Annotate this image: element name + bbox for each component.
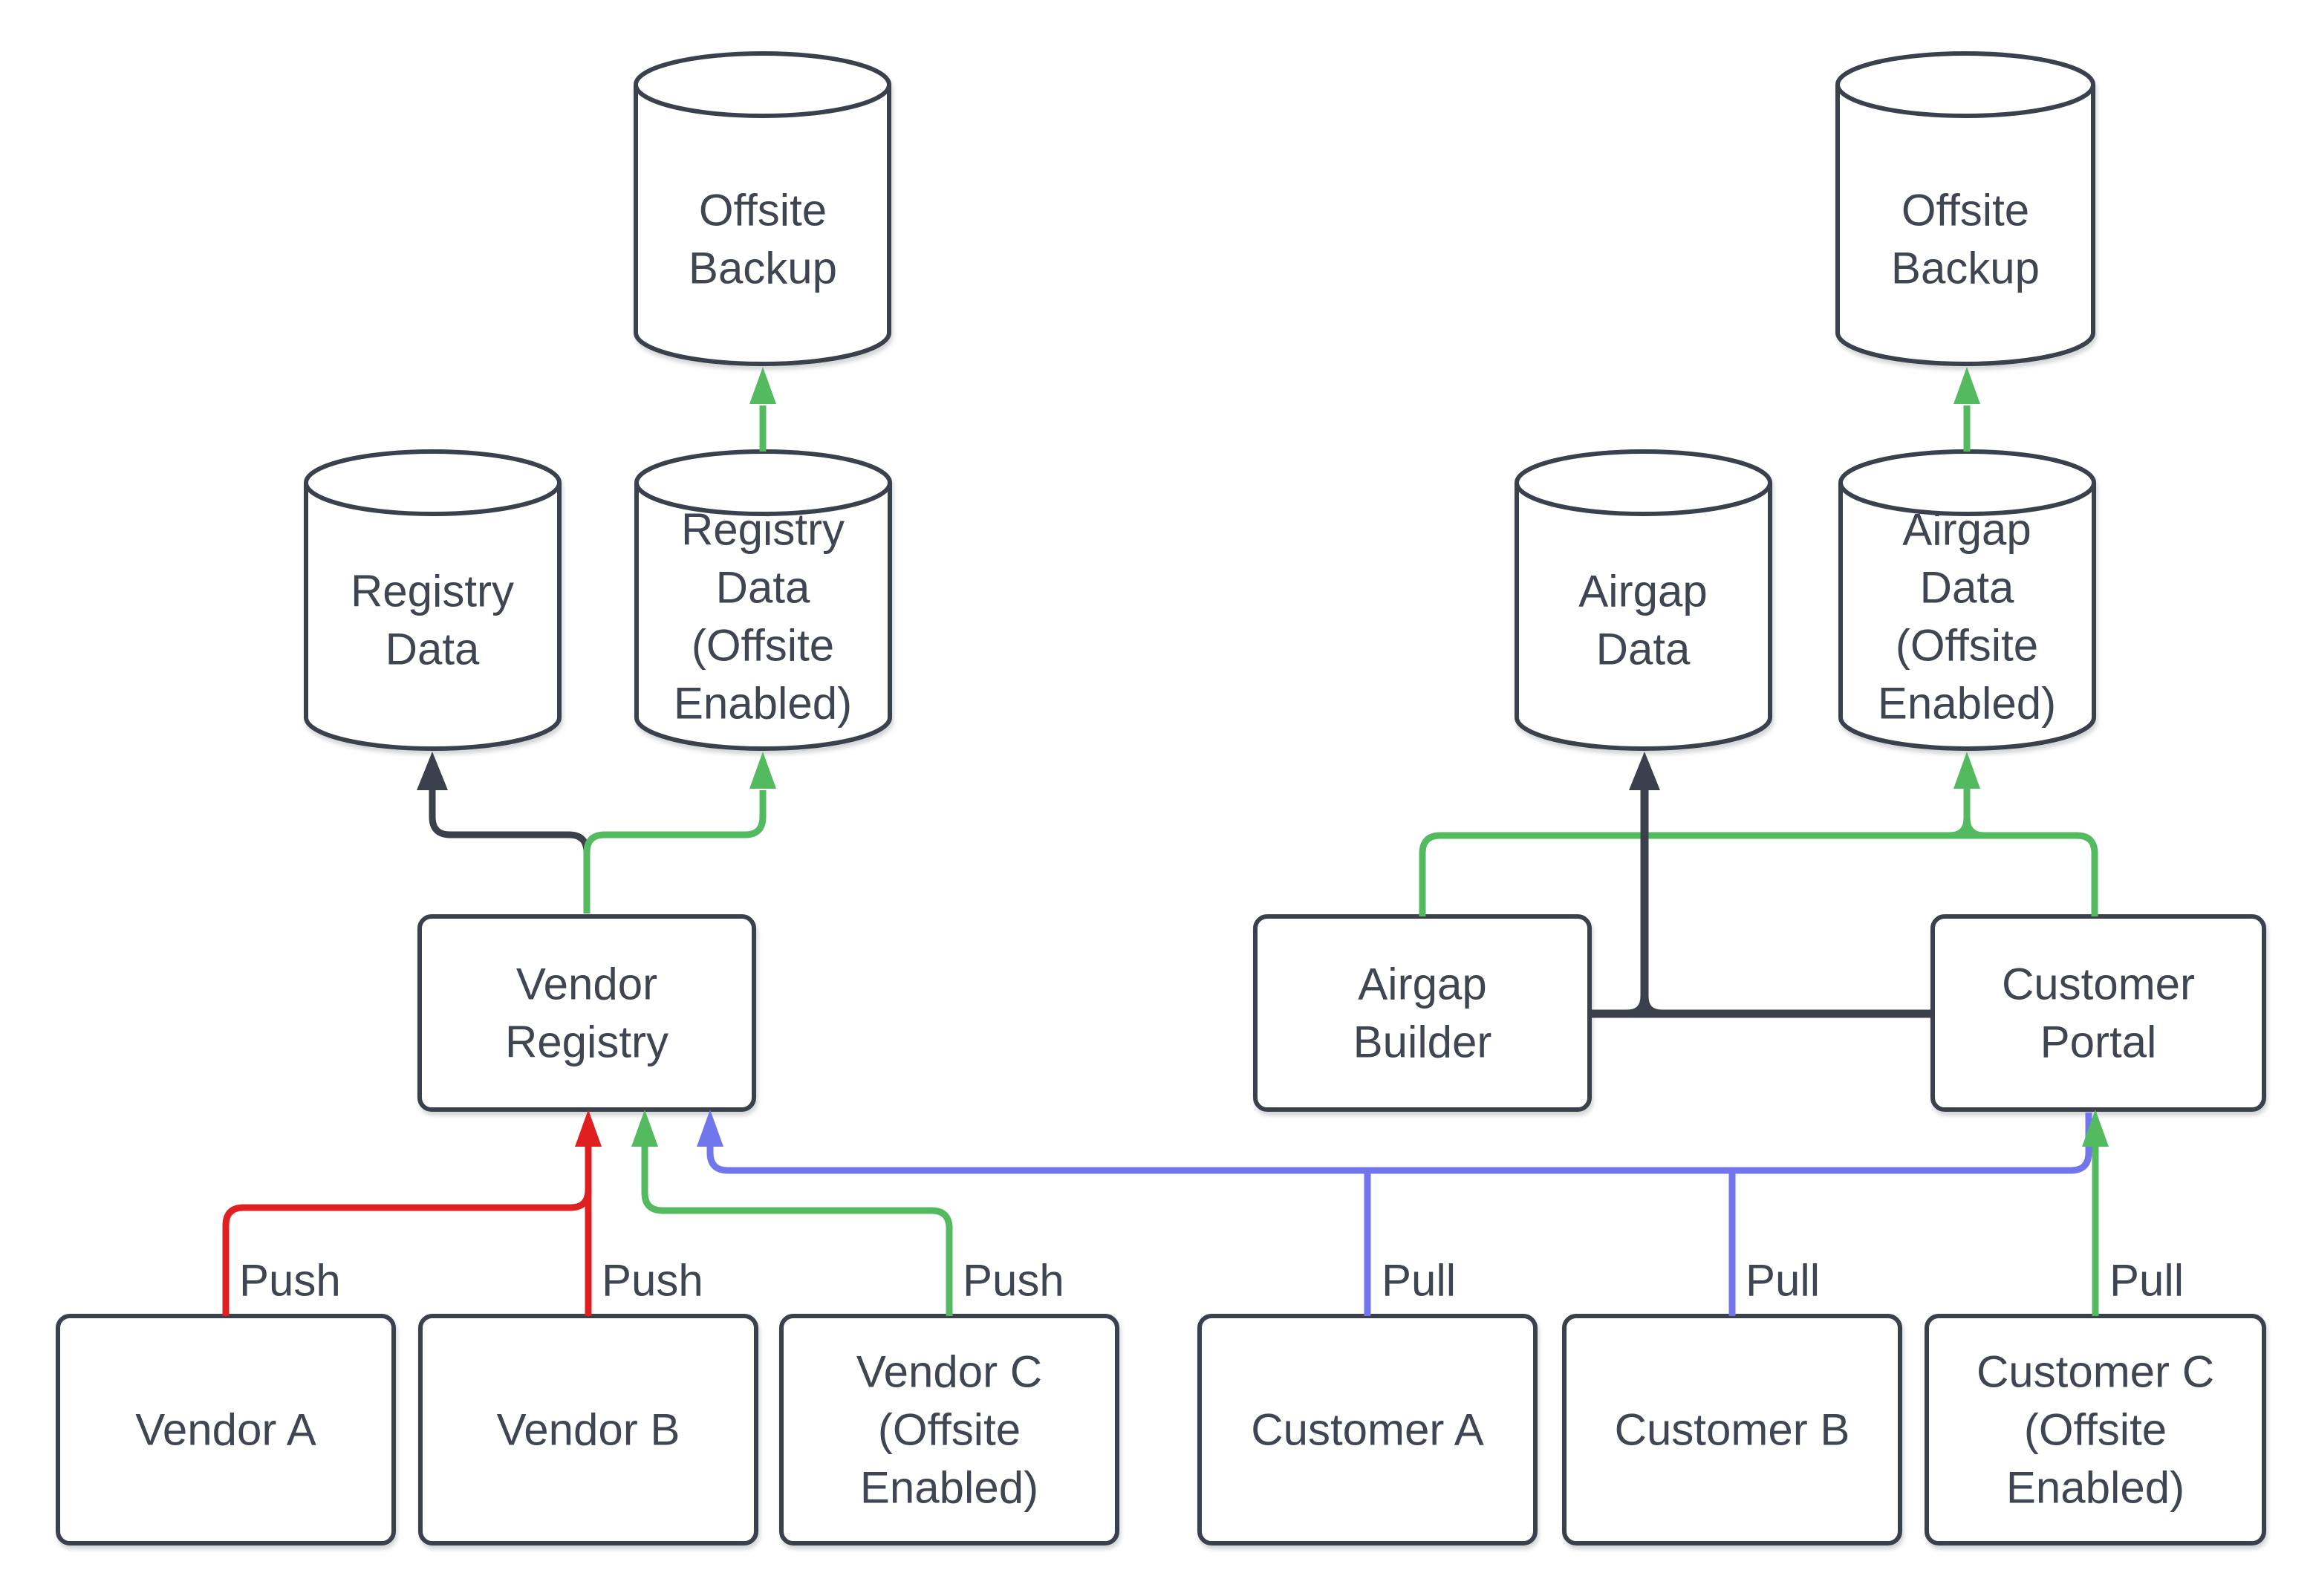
node-customer-portal: Customer Portal: [1930, 914, 2266, 1112]
offsite-backup-right-cylinder-top: [1835, 51, 2095, 118]
edge-vendor-registry-to-registry-data-offsite: [583, 790, 767, 913]
node-registry-data: Registry Data: [304, 449, 562, 751]
node-customer-c: Customer C (Offsite Enabled): [1925, 1314, 2266, 1545]
offsite-backup-left-label: Backup: [689, 244, 837, 293]
push-label-vendor-c: Push: [963, 1256, 1064, 1306]
vendor-b-label: Vendor B: [497, 1405, 680, 1455]
airgap-data-offsite-label: Enabled): [1878, 679, 2056, 729]
customer-b-label: Customer B: [1615, 1405, 1850, 1455]
arrowhead-airgap-data-offsite: [1953, 752, 1980, 789]
customer-portal-label: Customer: [2002, 960, 2195, 1009]
registry-data-cylinder: [304, 483, 562, 751]
airgap-data-offsite-label: Airgap: [1902, 505, 2031, 555]
arrowhead-registry-data-offsite: [749, 752, 776, 789]
airgap-data-cylinder-top: [1515, 449, 1772, 516]
arrowhead-vendor-registry-blue: [697, 1110, 723, 1147]
offsite-backup-right-label: Offsite: [1902, 186, 2029, 235]
node-vendor-b: Vendor B: [418, 1314, 758, 1545]
push-label-vendor-b: Push: [602, 1256, 703, 1306]
arrowhead-offsite-backup-right: [1953, 367, 1980, 404]
airgap-data-offsite-cylinder: [1838, 483, 2096, 751]
arrowhead-registry-data: [417, 752, 448, 790]
edge-dark-knot-right: [1640, 995, 1663, 1018]
node-vendor-registry: Vendor Registry: [417, 914, 756, 1112]
node-airgap-data: Airgap Data: [1515, 449, 1772, 751]
airgap-data-cylinder: [1515, 483, 1772, 751]
arrowhead-vendor-registry-green: [631, 1110, 658, 1147]
airgap-builder-label: Builder: [1353, 1017, 1492, 1067]
vendor-c-label: Enabled): [860, 1463, 1038, 1513]
arrowhead-customer-portal: [2082, 1110, 2109, 1147]
edge-customer-portal-to-vendor-registry: [706, 1113, 2092, 1174]
registry-data-offsite-label: (Offsite: [692, 621, 834, 671]
vendor-registry-box: [417, 914, 756, 1112]
node-vendor-c: Vendor C (Offsite Enabled): [779, 1314, 1119, 1545]
offsite-backup-right-cylinder: [1835, 85, 2095, 366]
airgap-data-offsite-label: Data: [1920, 563, 2014, 613]
offsite-backup-left-cylinder-top: [634, 51, 891, 118]
vendor-registry-label: Vendor: [516, 960, 657, 1009]
node-offsite-backup-right: Offsite Backup: [1835, 51, 2095, 366]
customer-portal-box: [1930, 914, 2266, 1112]
registry-data-label: Registry: [351, 567, 514, 616]
customer-c-label: (Offsite: [2024, 1405, 2167, 1455]
node-customer-b: Customer B: [1562, 1314, 1902, 1545]
edge-vendor-c-push: [641, 1147, 953, 1316]
node-airgap-data-offsite: Airgap Data (Offsite Enabled): [1838, 449, 2096, 751]
pull-label-customer-c: Pull: [2109, 1256, 2184, 1306]
arrowhead-vendor-registry-red: [575, 1110, 602, 1147]
vendor-c-label: Vendor C: [856, 1347, 1042, 1397]
airgap-builder-label: Airgap: [1358, 960, 1486, 1009]
offsite-backup-left-cylinder: [634, 85, 891, 366]
offsite-backup-left-label: Offsite: [699, 186, 827, 235]
arrowhead-offsite-backup-left: [749, 367, 776, 404]
node-vendor-a: Vendor A: [56, 1314, 396, 1545]
customer-portal-label: Portal: [2040, 1017, 2157, 1067]
edge-vendor-registry-to-registry-data: [429, 789, 591, 913]
airgap-data-label: Airgap: [1578, 567, 1707, 616]
customer-c-label: Customer C: [1977, 1347, 2214, 1397]
customer-c-label: Enabled): [2006, 1463, 2184, 1513]
pull-label-customer-b: Pull: [1746, 1256, 1820, 1306]
registry-data-offsite-cylinder: [634, 483, 892, 751]
registry-data-offsite-label: Enabled): [674, 679, 852, 729]
node-customer-a: Customer A: [1197, 1314, 1538, 1545]
registry-data-label: Data: [386, 625, 480, 674]
node-offsite-backup-left: Offsite Backup: [634, 51, 891, 366]
registry-data-offsite-label: Data: [716, 563, 810, 613]
registry-data-offsite-label: Registry: [681, 505, 845, 555]
edge-branch-knot-right: [1963, 817, 1985, 839]
pull-label-customer-a: Pull: [1382, 1256, 1456, 1306]
customer-a-label: Customer A: [1251, 1405, 1483, 1455]
node-registry-data-offsite: Registry Data (Offsite Enabled): [634, 449, 892, 751]
arrowhead-airgap-data: [1629, 752, 1660, 790]
airgap-data-label: Data: [1596, 625, 1691, 674]
airgap-builder-box: [1253, 914, 1592, 1112]
airgap-data-offsite-label: (Offsite: [1896, 621, 2038, 671]
node-airgap-builder: Airgap Builder: [1253, 914, 1592, 1112]
vendor-registry-label: Registry: [505, 1017, 668, 1067]
edge-customer-portal-to-airgap-builder: [1419, 832, 2098, 916]
push-label-vendor-a: Push: [239, 1256, 341, 1306]
vendor-c-label: (Offsite: [878, 1405, 1021, 1455]
offsite-backup-right-label: Backup: [1891, 244, 2040, 293]
registry-data-cylinder-top: [304, 449, 562, 516]
vendor-a-label: Vendor A: [135, 1405, 316, 1455]
